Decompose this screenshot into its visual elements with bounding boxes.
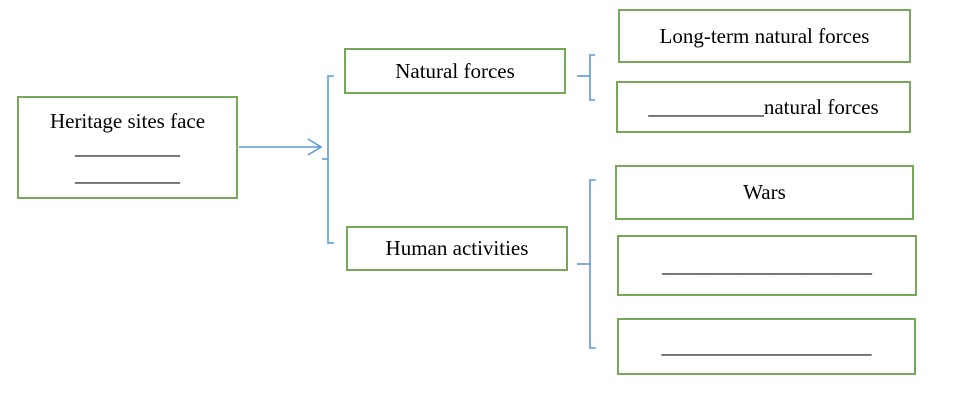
root-box: Heritage sites face __________ _________… bbox=[17, 96, 238, 199]
level1-bracket bbox=[327, 75, 334, 244]
natural-item-1-box: Long-term natural forces bbox=[618, 9, 911, 63]
natural-item-2-box: ___________natural forces bbox=[616, 81, 911, 133]
human-bracket bbox=[589, 179, 596, 349]
human-item-3-box: ____________________ bbox=[617, 318, 916, 375]
human-item-3-text: ____________________ bbox=[661, 334, 872, 359]
human-item-2-text: ____________________ bbox=[662, 253, 872, 278]
natural-forces-box: Natural forces bbox=[344, 48, 566, 94]
root-arrowhead bbox=[307, 138, 323, 156]
human-item-1-box: Wars bbox=[615, 165, 914, 220]
human-item-2-box: ____________________ bbox=[617, 235, 917, 296]
natural-bracket bbox=[589, 54, 595, 101]
natural-forces-label: Natural forces bbox=[395, 58, 515, 83]
root-blank-2: __________ bbox=[75, 161, 180, 186]
human-activities-label: Human activities bbox=[385, 236, 529, 261]
root-blank-1: __________ bbox=[75, 135, 180, 160]
root-title: Heritage sites face bbox=[49, 109, 206, 134]
natural-item-2-text: ___________natural forces bbox=[648, 94, 879, 119]
natural-item-1-text: Long-term natural forces bbox=[659, 23, 870, 48]
human-activities-box: Human activities bbox=[346, 226, 568, 271]
human-item-1-text: Wars bbox=[743, 180, 786, 205]
